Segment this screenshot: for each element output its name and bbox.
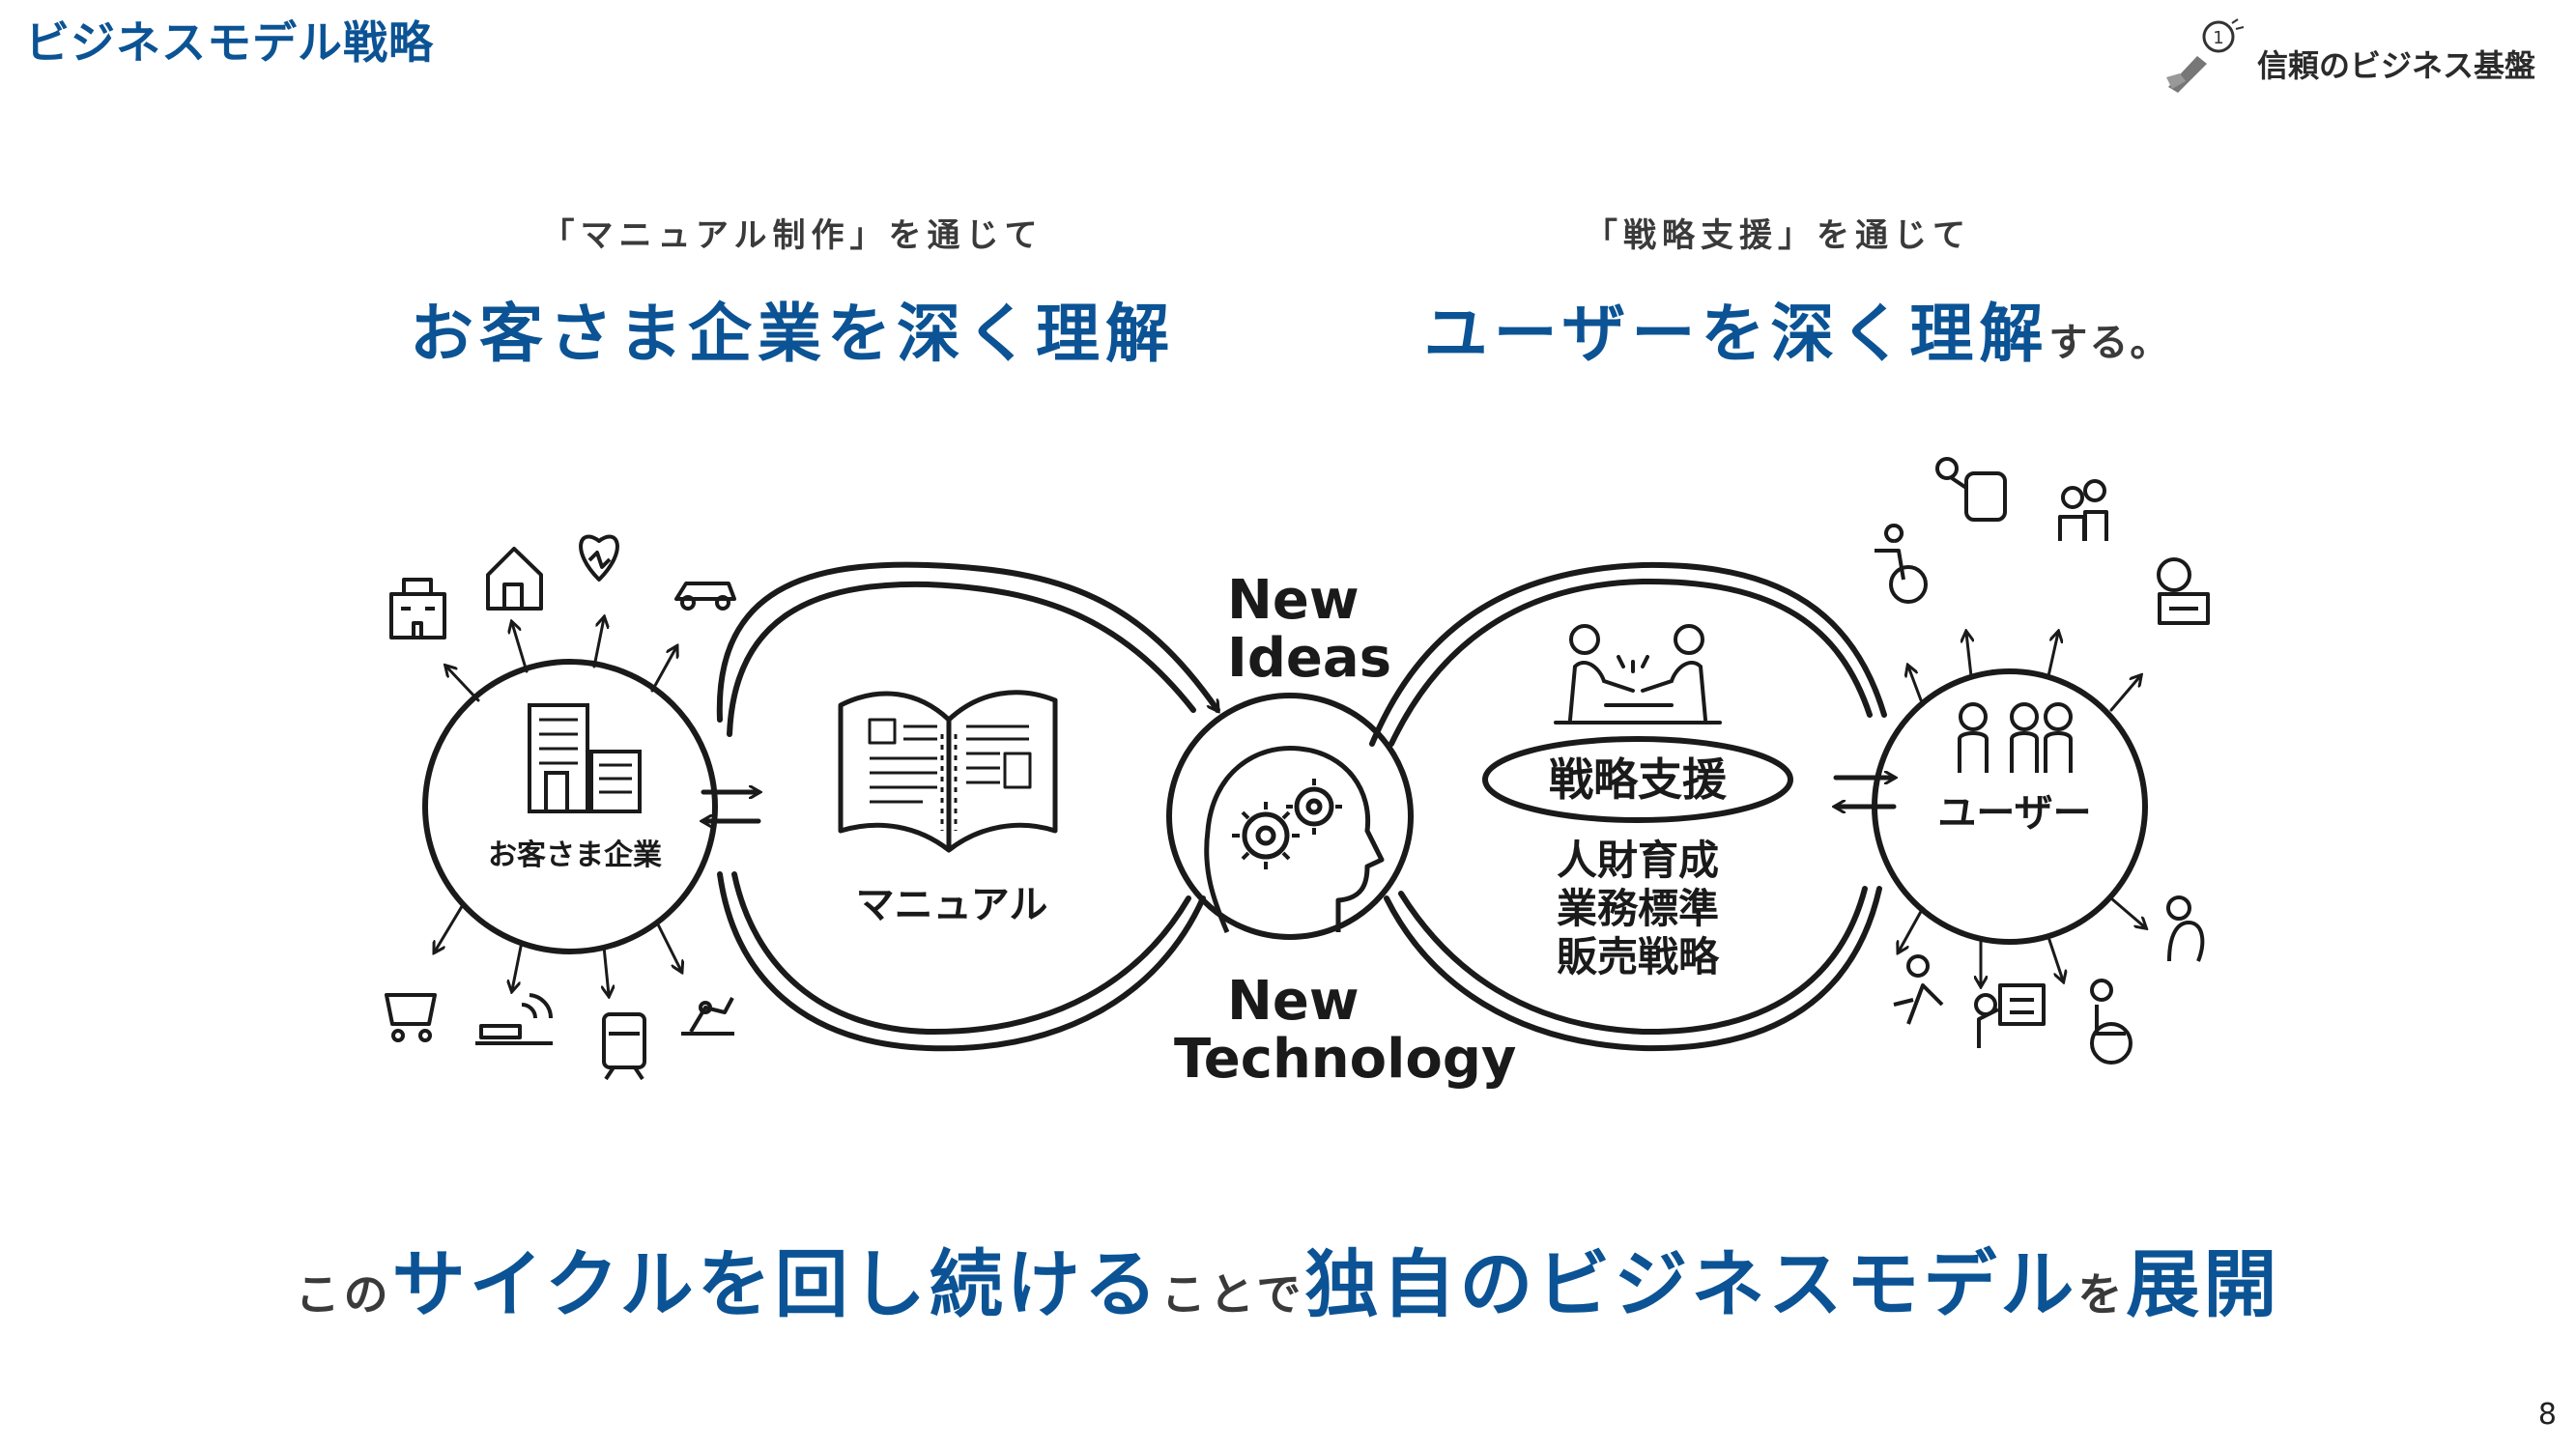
left-subtitle: 「マニュアル制作」を通じて — [541, 216, 1044, 255]
left-loop-bottom-inner — [731, 871, 1191, 1036]
left-loop-path — [716, 561, 1220, 723]
right-loop-bottom — [1384, 886, 1882, 1052]
robot-icon — [1935, 457, 2007, 522]
strategy-item-2: 業務標準 — [1557, 885, 1719, 932]
strategy-label-frame — [1482, 736, 1793, 823]
right-loop-top-inner — [1388, 578, 1873, 747]
statement-part-3: ことで — [1160, 1268, 1305, 1321]
left-loop-bottom — [717, 871, 1206, 1052]
handshake-icon — [1554, 624, 1722, 724]
brand-badge: 1 信頼のビジネス基盤 — [2159, 17, 2535, 95]
center-circle — [1166, 693, 1414, 940]
brand-number: 1 — [2213, 28, 2223, 48]
cycle-statement: このサイクルを回し続けることで独自のビジネスモデルを展開 — [0, 1225, 2576, 1331]
left-headline: お客さま企業を深く理解 — [410, 297, 1175, 371]
new-tech-line1: New — [1227, 970, 1360, 1033]
wheelchair-icon — [1875, 524, 1928, 604]
right-loop-top — [1369, 561, 1887, 747]
right-headline-main: ユーザーを深く理解 — [1423, 297, 2049, 371]
family-icon — [2058, 479, 2108, 541]
right-loop-bottom-inner — [1398, 886, 1868, 1036]
presentation-icon — [1974, 983, 2046, 1048]
pc-user-icon — [2157, 557, 2210, 625]
user-label: ユーザー — [1937, 791, 2091, 836]
train-icon — [602, 1012, 646, 1081]
manual-label: マニュアル — [856, 883, 1048, 927]
new-ideas-line1: New — [1227, 569, 1360, 632]
car-icon — [674, 582, 736, 611]
statement-part-2: サイクルを回し続ける — [391, 1241, 1161, 1327]
factory-icon — [475, 993, 554, 1045]
key-icon: 1 — [2165, 18, 2245, 93]
statement-part-4: 独自のビジネスモデル — [1304, 1241, 2078, 1327]
new-tech-line2: Technology — [1174, 1028, 1516, 1091]
manual-book-icon — [838, 690, 1058, 853]
page-title: ビジネスモデル戦略 — [25, 16, 434, 69]
page-number: 8 — [2537, 1398, 2557, 1432]
right-headline: ユーザーを深く理解する。 — [1411, 282, 2184, 375]
brand-label: 信頼のビジネス基盤 — [2256, 47, 2535, 84]
strategy-label: 戦略支援 — [1549, 753, 1728, 806]
building-icon — [528, 703, 642, 813]
statement-part-6: 展開 — [2126, 1241, 2281, 1327]
head-gears-icon — [1204, 745, 1385, 933]
cane-icon — [1893, 954, 1944, 1025]
statement-part-5: を — [2077, 1268, 2127, 1321]
statement-part-1: この — [295, 1268, 392, 1321]
users-group-icon — [1958, 702, 2073, 773]
house-icon — [486, 547, 543, 611]
new-ideas-line2: Ideas — [1227, 627, 1391, 690]
strategy-item-1: 人財育成 — [1557, 837, 1719, 884]
cart-icon — [385, 993, 437, 1042]
robot-arm-icon — [681, 997, 734, 1036]
school-icon — [389, 578, 446, 639]
heart-icon — [579, 534, 619, 582]
left-loop-inner — [727, 581, 1196, 737]
wheelchair-user-icon — [2090, 979, 2132, 1065]
client-circle — [422, 659, 718, 954]
right-subtitle: 「戦略支援」を通じて — [1585, 216, 1971, 255]
elder-icon — [2166, 895, 2205, 962]
strategy-item-3: 販売戦略 — [1557, 933, 1720, 980]
right-headline-suffix: する。 — [2048, 321, 2171, 365]
client-label: お客さま企業 — [488, 838, 662, 872]
